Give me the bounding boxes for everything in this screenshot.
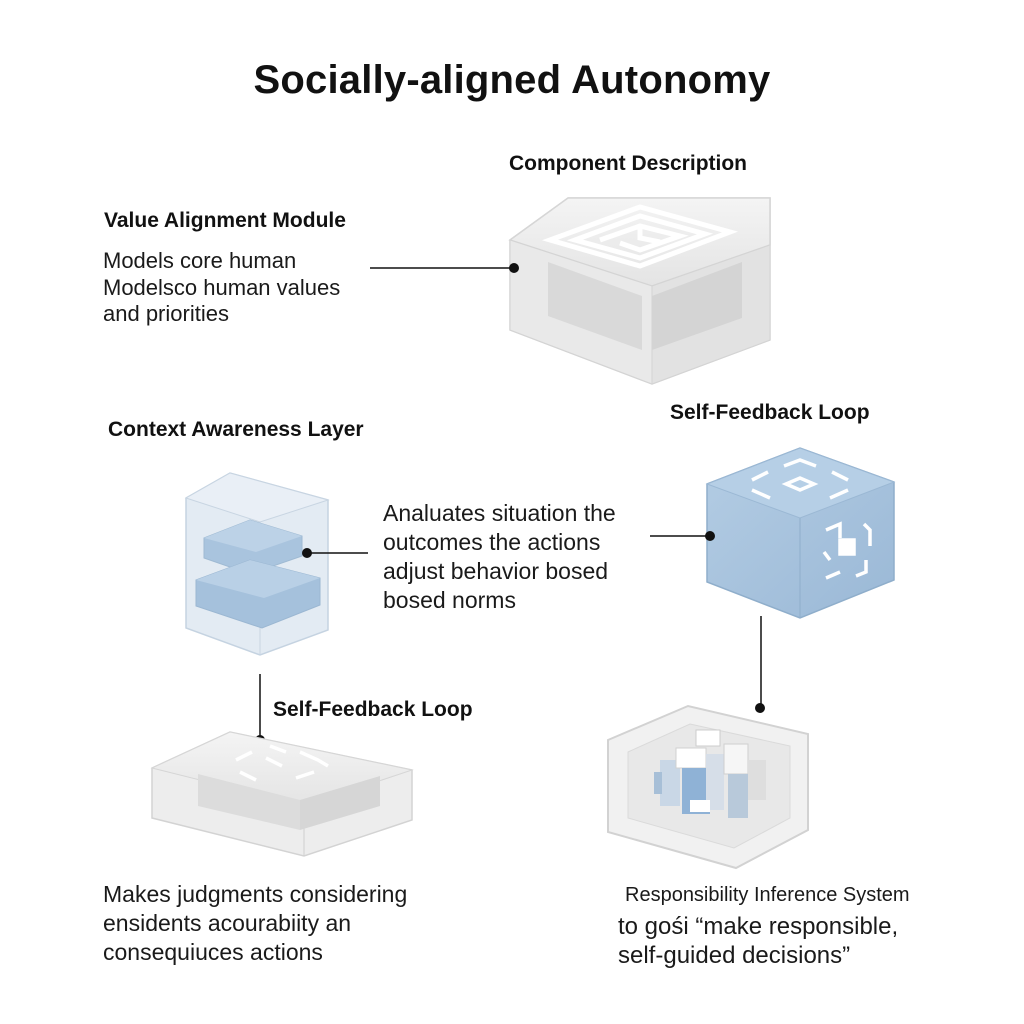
connector-dot — [755, 703, 765, 713]
responsibility-inference-title: Responsibility Inference System — [625, 884, 910, 906]
context-awareness-block — [184, 472, 330, 656]
responsibility-inference-block — [607, 704, 809, 870]
self-feedback-flat-block — [150, 731, 414, 857]
connector-dot — [509, 263, 519, 273]
feedback-pattern-icon — [235, 744, 329, 782]
context-awareness-description: Analuates situation the outcomes the act… — [383, 500, 616, 613]
feedback-pattern-icon — [751, 458, 872, 580]
self-feedback-loop-left-description: Makes judgments considering ensidents ac… — [103, 881, 408, 965]
maze-icon — [541, 204, 739, 269]
component-description-header: Component Description — [509, 152, 748, 175]
diagram-title: Socially-aligned Autonomy — [253, 58, 771, 102]
connector-dot — [302, 548, 312, 558]
connector-dot — [705, 531, 715, 541]
self-feedback-loop-right-title: Self-Feedback Loop — [670, 401, 870, 424]
value-alignment-block — [508, 197, 771, 385]
responsibility-inference-description: to gośi “make responsible, self-guided d… — [618, 913, 899, 969]
self-feedback-cube — [705, 447, 896, 619]
value-alignment-title: Value Alignment Module — [104, 209, 346, 232]
context-awareness-title: Context Awareness Layer — [108, 418, 364, 441]
self-feedback-loop-left-title: Self-Feedback Loop — [273, 698, 473, 721]
value-alignment-description: Models core human Modelsco human values … — [103, 248, 341, 326]
